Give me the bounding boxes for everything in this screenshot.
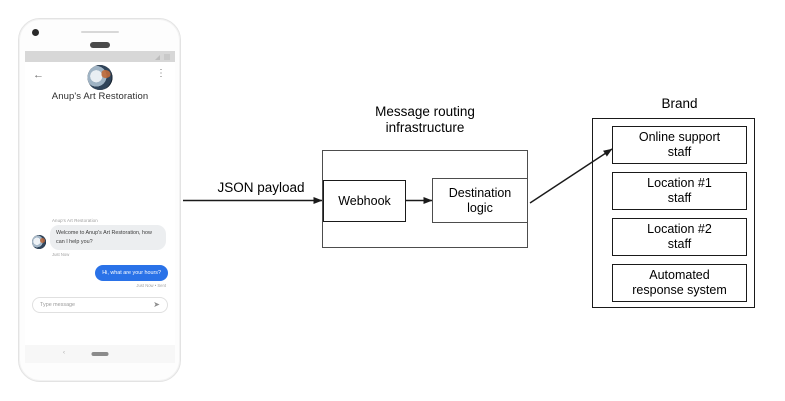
back-arrow-icon[interactable]: ← [33,69,44,81]
message-composer[interactable]: Type message ➤ [32,297,168,313]
chat-app-header: ← ⋮ Anup's Art Restoration [25,62,175,114]
incoming-message-bubble: Welcome to Anup's Art Restoration, how c… [50,225,166,250]
phone-bezel-top [19,19,180,49]
outgoing-message-bubble: Hi, what are your hours? [95,264,168,281]
avatar-accent [101,70,111,78]
phone-screen: ← ⋮ Anup's Art Restoration Anup's Art Re… [25,51,175,345]
speaker-grille [81,31,119,33]
nav-back-icon[interactable]: ‹ [63,350,65,356]
brand-item-automated-response-system[interactable]: Automated response system [612,264,747,302]
home-pill-icon[interactable] [91,352,109,356]
avatar-accent [40,237,45,243]
json-payload-label: JSON payload [217,180,305,195]
destination-logic-box[interactable]: Destination logic [432,178,528,223]
outgoing-message-row: Hi, what are your hours? [32,264,168,281]
brand-title: Brand [661,96,698,111]
avatar [32,234,46,249]
outgoing-message-timestamp: Just Now • Sent [136,283,166,288]
send-icon[interactable]: ➤ [153,300,160,309]
brand-container [592,118,755,308]
message-input[interactable]: Type message [40,302,76,308]
overflow-menu-icon[interactable]: ⋮ [156,68,166,79]
avatar [87,65,113,90]
brand-item-location-2-staff[interactable]: Location #2 staff [612,218,747,256]
chat-thread-area: Anup's Art Restoration Welcome to Anup's… [25,114,175,318]
incoming-sender-label: Anup's Art Restoration [52,218,98,224]
battery-icon [164,54,170,60]
webhook-box[interactable]: Webhook [323,180,406,222]
brand-item-location-1-staff[interactable]: Location #1 staff [612,172,747,210]
status-bar [25,51,175,62]
brand-item-online-support-staff[interactable]: Online support staff [612,126,747,164]
phone-mockup: ← ⋮ Anup's Art Restoration Anup's Art Re… [18,18,181,382]
page-title: Anup's Art Restoration [51,91,149,102]
incoming-message-timestamp: Just Now [52,251,70,257]
signal-bars-icon [155,55,160,60]
earpiece-icon [90,42,110,48]
avatar-image [87,65,113,90]
front-camera-icon [32,29,39,36]
android-navigation-bar: ‹ [25,345,175,363]
chat-thread: Anup's Art Restoration Welcome to Anup's… [25,218,175,288]
incoming-message-row: Welcome to Anup's Art Restoration, how c… [32,225,168,250]
routing-infrastructure-title: Message routing infrastructure [375,104,475,135]
